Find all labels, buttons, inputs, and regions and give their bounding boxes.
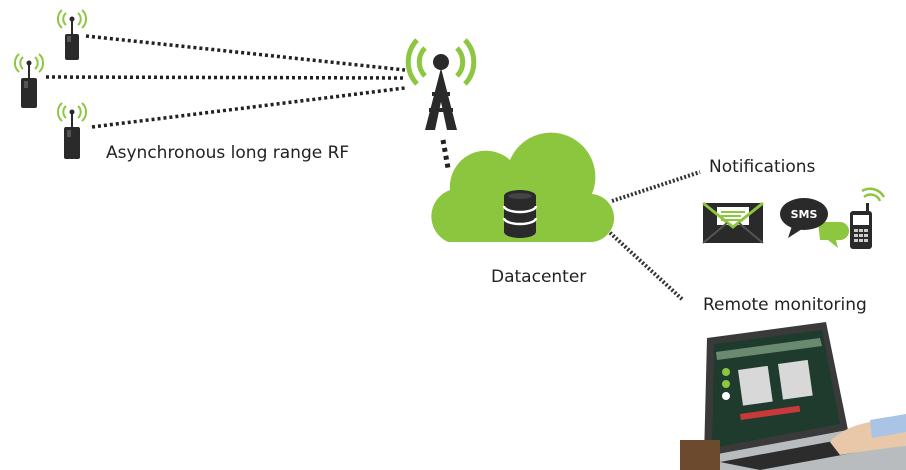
sms-bubble-icon: SMS: [780, 198, 849, 248]
cloud-to-notifications-link: [611, 170, 701, 203]
datacenter-label: Datacenter: [491, 267, 586, 287]
rf-links: [45, 34, 406, 129]
cloud-to-monitoring-link: [605, 228, 685, 302]
mobile-phone-icon: [850, 187, 886, 249]
laptop-icon: [680, 322, 906, 470]
datacenter-cloud: [431, 132, 615, 243]
shirt-cuff: [870, 414, 906, 438]
wireless-sensor-icon: [56, 102, 88, 159]
tower-to-cloud-link: [440, 139, 451, 169]
rf-link-2: [45, 75, 406, 80]
database-icon: [502, 190, 538, 238]
envelope-icon: [702, 201, 764, 244]
radio-tower-icon: [405, 38, 477, 130]
rf-link-3: [91, 86, 406, 129]
sms-label: SMS: [791, 208, 818, 221]
notifications-label: Notifications: [709, 157, 816, 177]
wireless-sensor-icon: [56, 9, 88, 60]
rf-link-1: [85, 34, 406, 72]
rf-label: Asynchronous long range RF: [106, 143, 349, 163]
remote-monitoring-label: Remote monitoring: [703, 295, 867, 315]
wireless-sensor-icon: [13, 53, 45, 108]
